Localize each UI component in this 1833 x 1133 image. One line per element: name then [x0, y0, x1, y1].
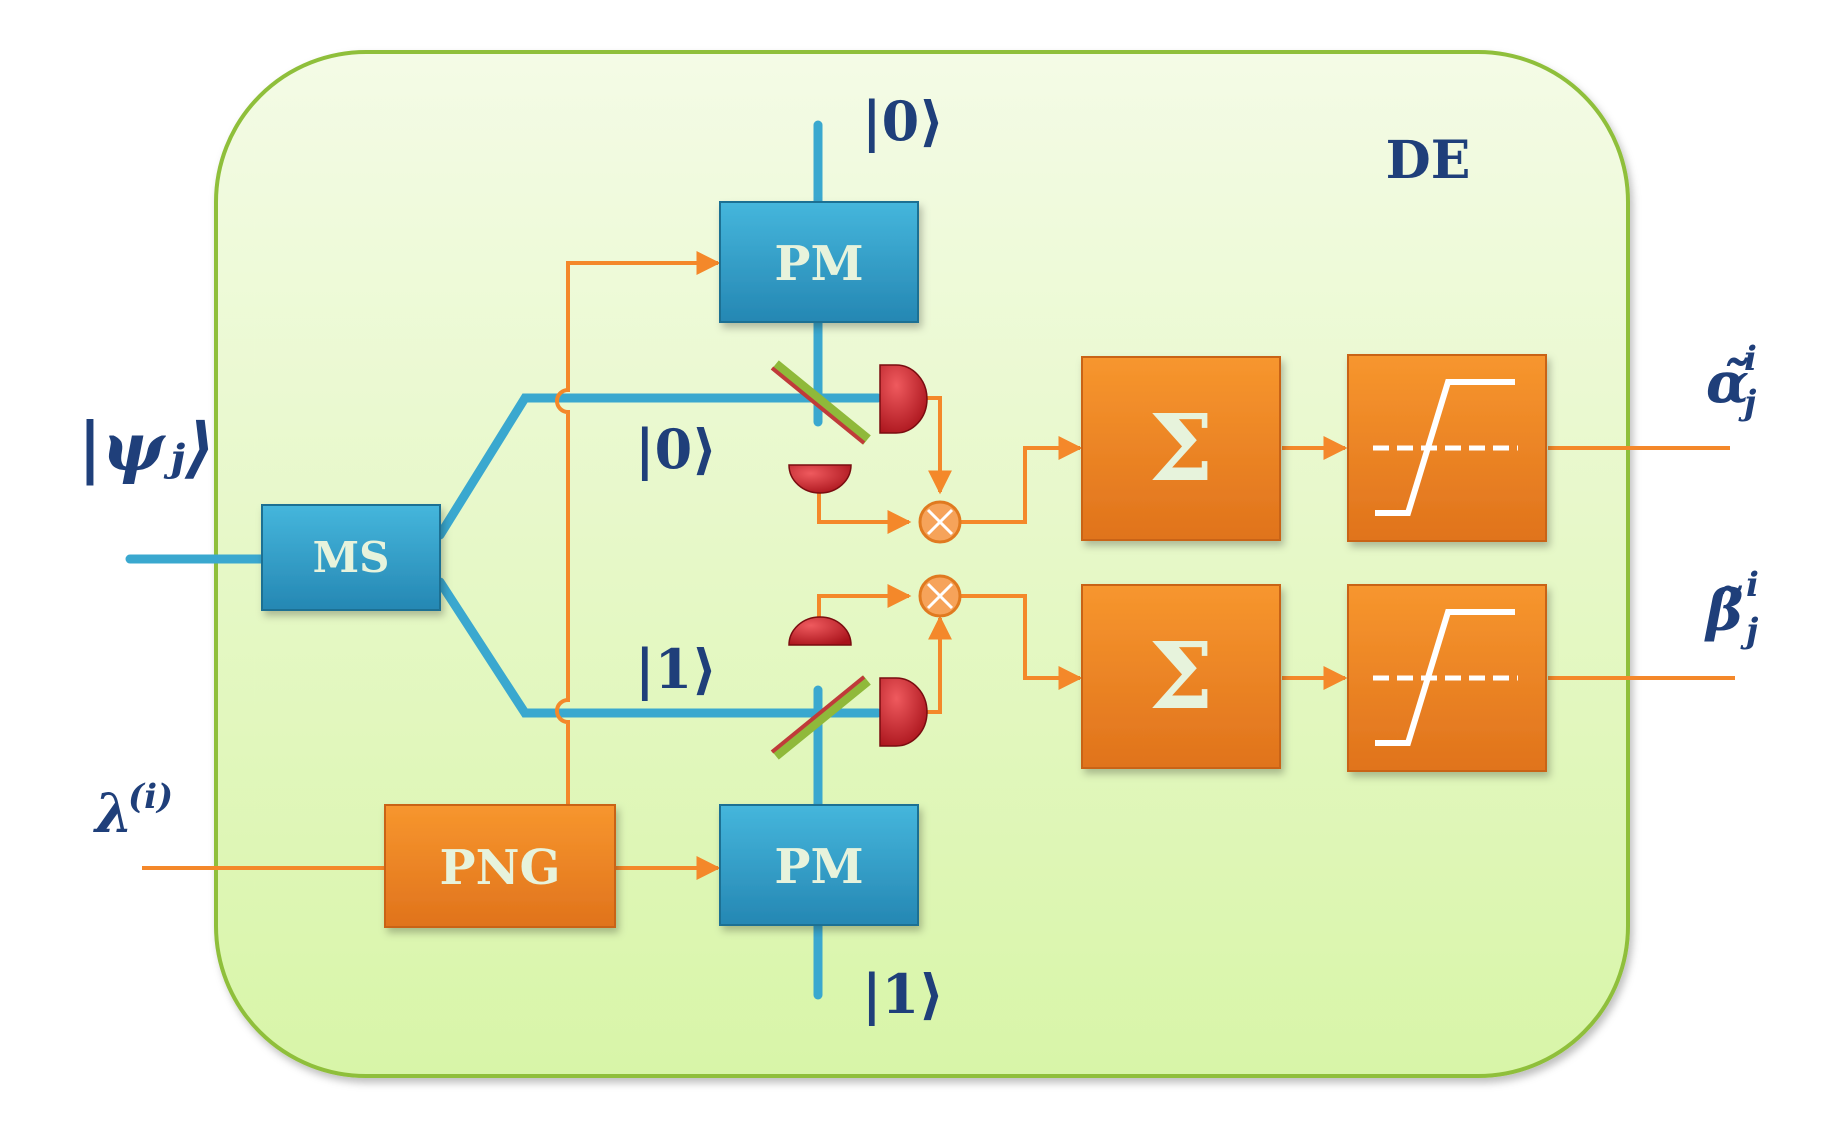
pm-top-block: PM [719, 201, 919, 323]
det-bottom-right-to-mult [927, 615, 952, 714]
png-to-pm-top-line [555, 251, 721, 805]
beta-superscript: i [1746, 565, 1759, 605]
detector-top-right [879, 364, 928, 434]
ms-block: MS [261, 504, 441, 611]
multiplier-bottom [918, 574, 962, 618]
det-top-right-to-mult [927, 396, 952, 495]
sum-bottom-symbol: Σ [1148, 622, 1213, 730]
pm-bottom-block: PM [719, 804, 919, 926]
sum-top-block: Σ [1081, 356, 1281, 541]
module-label: DE [1386, 130, 1471, 191]
detector-top-left [788, 464, 852, 494]
lambda-symbol: λ [93, 781, 133, 845]
threshold-top-block [1347, 354, 1547, 542]
multiplier-top [918, 500, 962, 544]
input-state-label: |ψⱼ⟩ [78, 408, 215, 486]
lambda-label: λ (i) [93, 777, 173, 845]
lambda-superscript: (i) [128, 777, 173, 817]
beam-splitter-bottom [770, 675, 871, 760]
state-labels: |0⟩ |0⟩ |1⟩ |1⟩ [635, 89, 944, 1027]
state-top-out: |0⟩ [862, 89, 944, 154]
lower-branch-fiber [435, 577, 883, 718]
mult-bottom-to-sum [958, 594, 1083, 690]
alpha-output-label: α̃ i j [1706, 339, 1757, 423]
alpha-superscript: i [1744, 339, 1757, 379]
detectors [788, 364, 928, 747]
sum-top-symbol: Σ [1148, 394, 1213, 502]
beta-symbol: β̃ [1704, 578, 1743, 644]
ms-label: MS [313, 533, 390, 582]
beta-output-label: β̃ i j [1704, 565, 1759, 651]
detector-bottom-left [788, 616, 852, 646]
pm-top-label: PM [774, 236, 863, 292]
mult-top-to-sum [958, 436, 1083, 524]
state-bottom-out: |1⟩ [862, 962, 944, 1027]
png-label: PNG [440, 840, 561, 896]
beam-splitter-top [770, 360, 871, 445]
pm-bottom-label: PM [774, 839, 863, 895]
state-upper-path: |0⟩ [635, 417, 717, 482]
threshold-bottom-block [1347, 584, 1547, 772]
det-top-left-to-mult [817, 492, 912, 534]
upper-branch-fiber [435, 393, 883, 540]
png-block: PNG [384, 804, 616, 928]
detector-bottom-right [879, 677, 928, 747]
alpha-symbol: α̃ [1706, 350, 1749, 416]
sum-bottom-block: Σ [1081, 584, 1281, 769]
det-bottom-left-to-mult [817, 584, 912, 620]
state-lower-path: |1⟩ [635, 637, 717, 702]
signal-lines [142, 251, 1735, 880]
